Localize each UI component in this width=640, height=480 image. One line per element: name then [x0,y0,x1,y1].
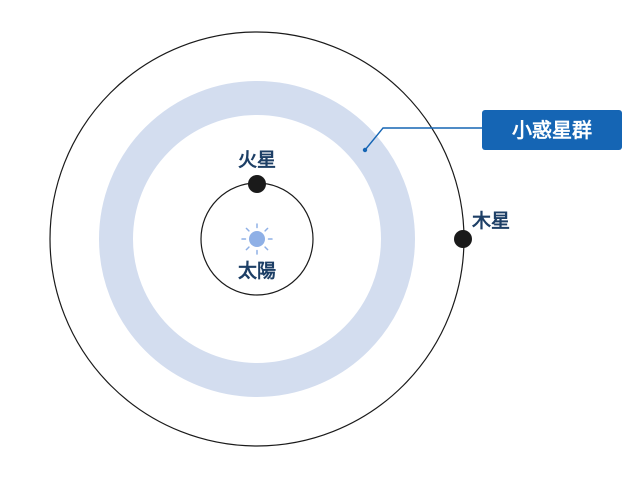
mars-planet [248,175,266,193]
sun-label: 太陽 [238,259,276,282]
asteroid-belt-callout-label: 小惑星群 [512,118,592,142]
jupiter-label: 木星 [471,209,510,232]
asteroid-belt-callout-box [482,110,622,150]
mars-label: 火星 [238,149,276,171]
jupiter-planet [454,230,472,248]
sun-icon [241,223,273,255]
asteroid-belt-ring [99,81,415,397]
callout-leader-line [364,127,482,151]
callout-anchor-dot [362,147,368,153]
